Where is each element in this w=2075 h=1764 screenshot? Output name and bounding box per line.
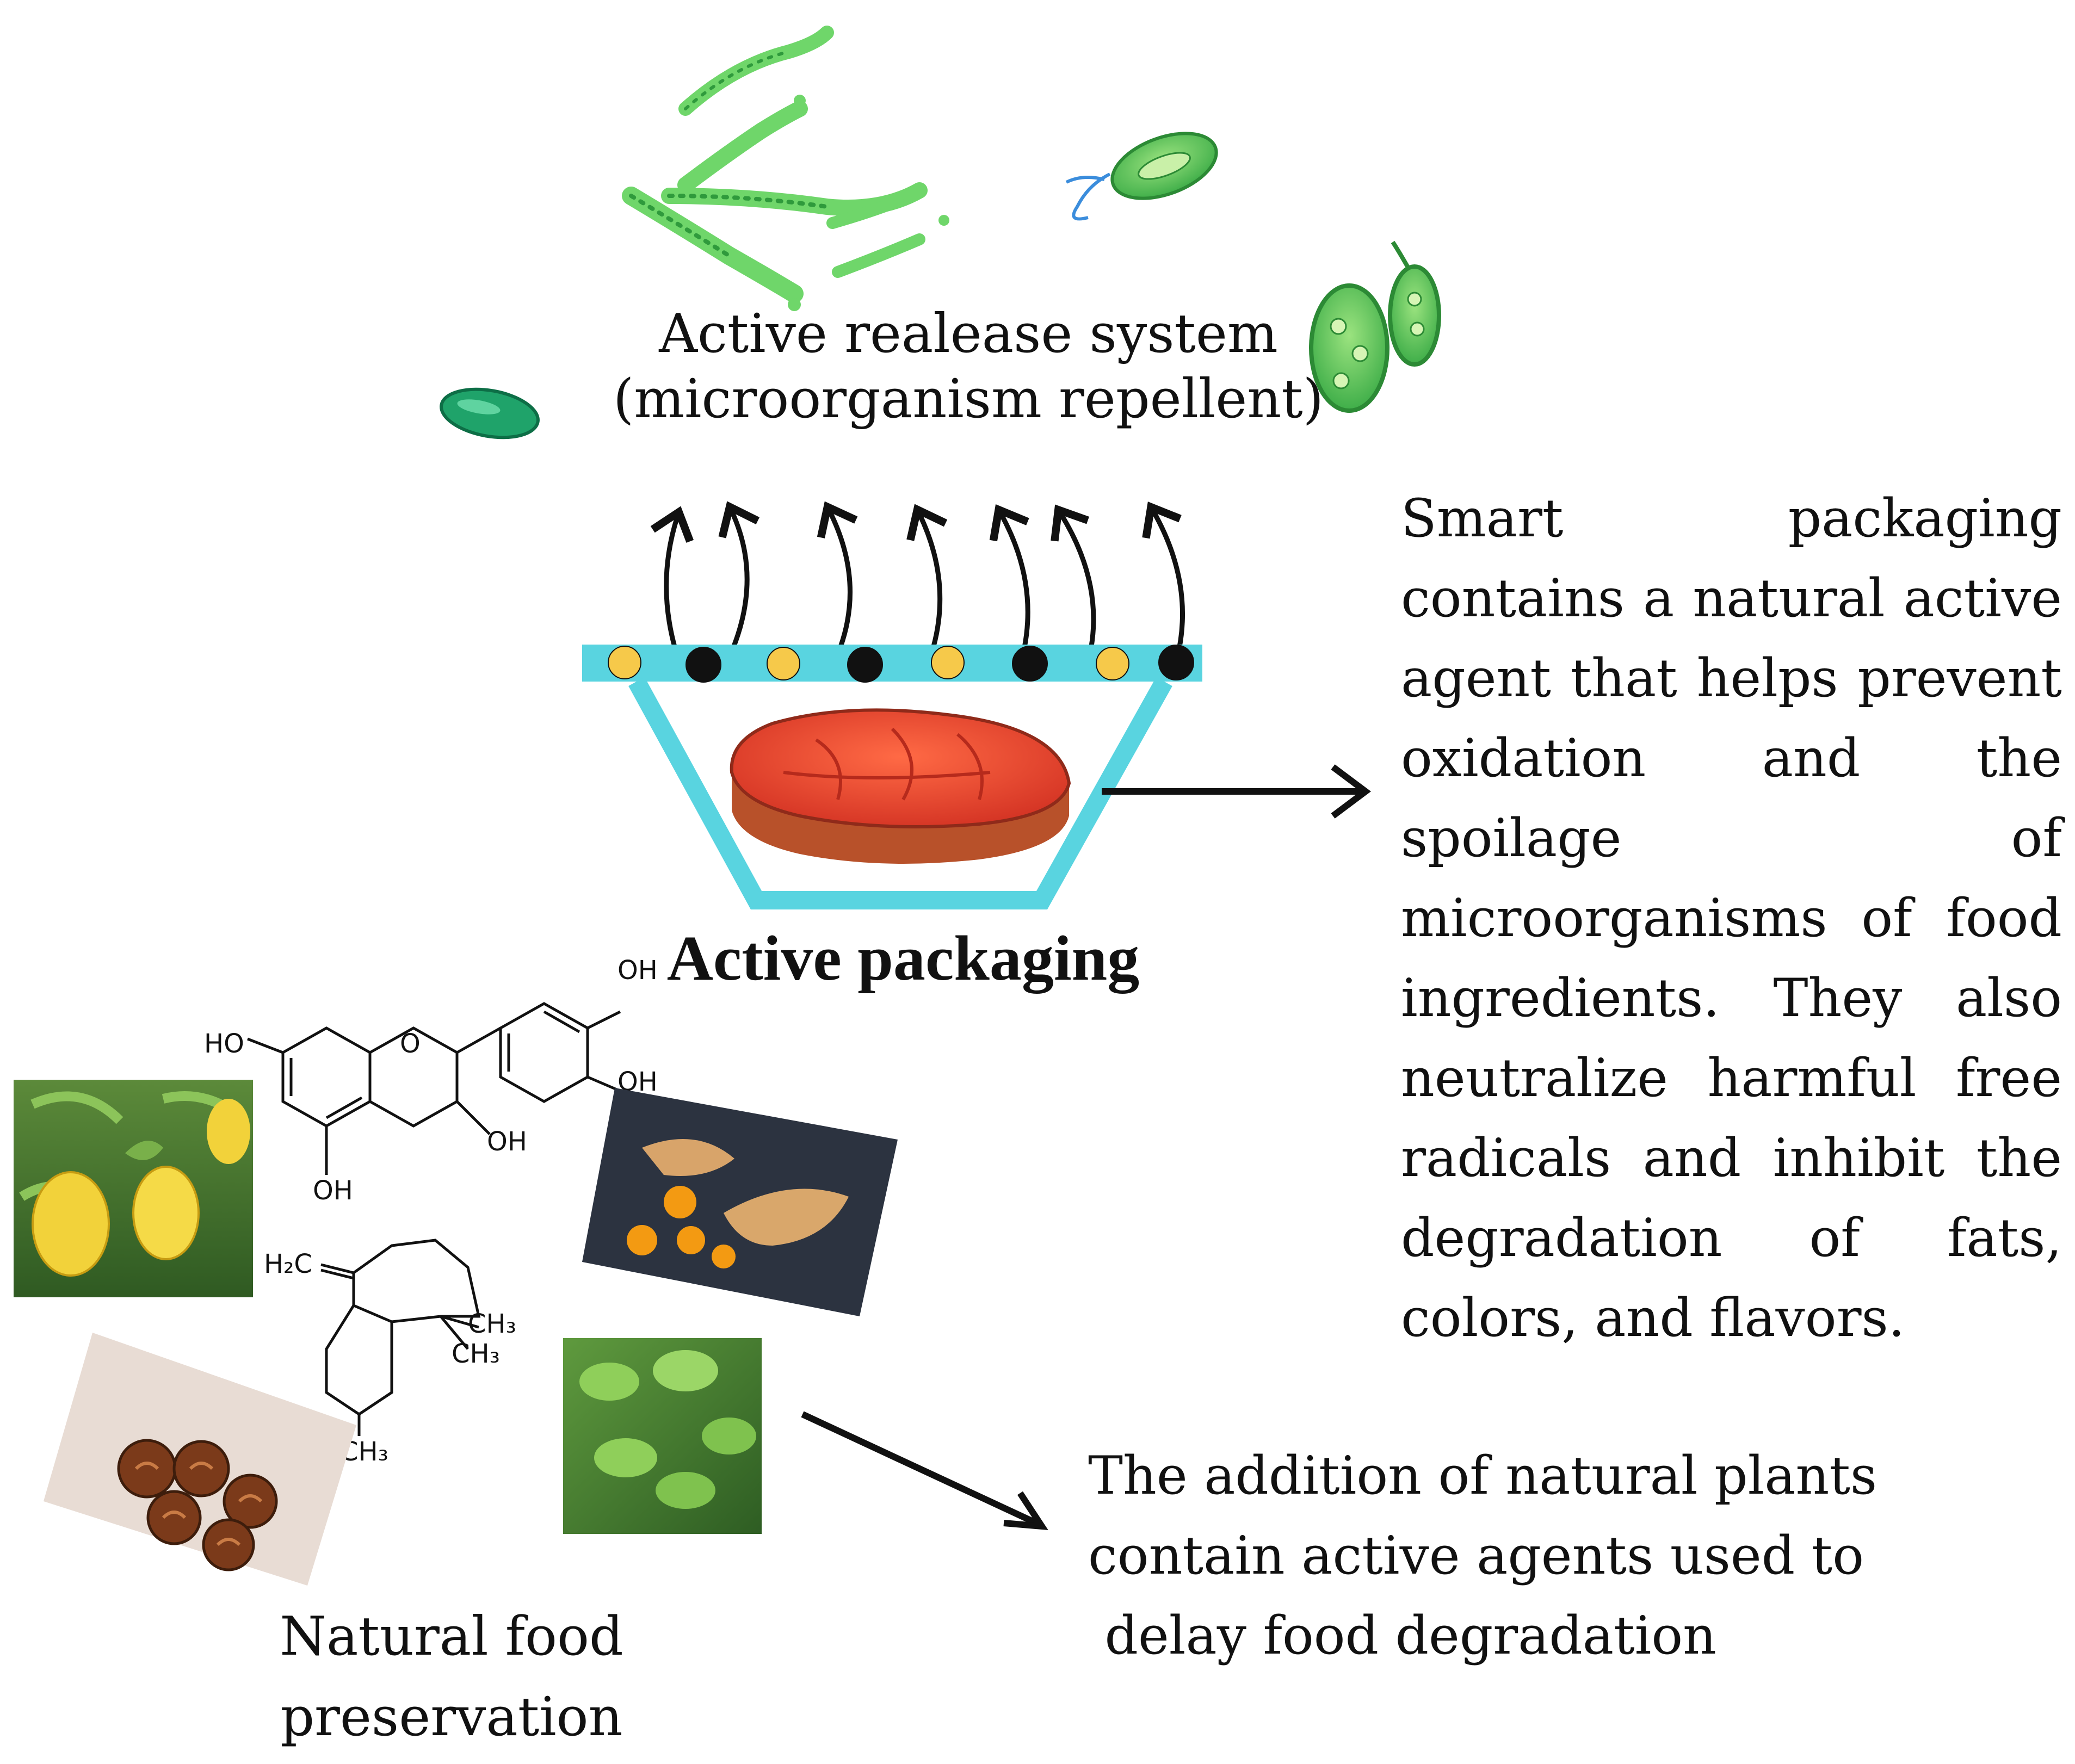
natural-food-line1: Natural food [280,1606,623,1668]
lemon-photo [14,1080,253,1297]
arrow-to-smart-text [1102,764,1371,819]
active-release-title: Active realease system (microorganism re… [588,302,1349,432]
active-packaging-title: Active packaging [666,923,1140,994]
arrow-to-plants-text [801,1411,1048,1531]
natural-plants-line1: The addition of natural plants [1088,1445,1878,1506]
active-release-line2: (microorganism repellent) [613,368,1324,430]
bacterium-icon [440,387,540,440]
active-agent-particles [608,645,1194,683]
natural-plants-description: The addition of natural plants contain a… [1088,1436,1904,1676]
catechin-labels: HO OH OH OH OH O [204,955,658,1206]
label-ch3-b: CH₃ [452,1339,500,1369]
herb-photo [563,1338,762,1534]
natural-food-preservation-title: Natural food preservation [234,1596,669,1757]
label-oh-bottom: OH [313,1175,353,1206]
natural-food-line2: preservation [280,1686,623,1748]
label-oh-top-right: OH [617,955,658,986]
label-o-ring: O [400,1029,421,1059]
bacteria-cluster-icon [622,26,949,311]
label-ch3-a: CH₃ [468,1309,516,1339]
active-release-line1: Active realease system [659,303,1278,365]
bacteria-pair-icon [1309,240,1441,413]
turmeric-photo [582,1088,898,1316]
terpene-structure [320,1239,481,1436]
cinnamon-photo [44,1333,356,1586]
catechin-structure [247,1002,626,1175]
meat-steak-icon [730,708,1071,864]
smart-packaging-description: Smart packaging contains a natural activ… [1401,488,2062,1348]
label-h2c: H₂C [264,1249,312,1279]
label-ho-left: HO [204,1029,244,1059]
natural-plants-line3: delay food degradation [1088,1605,1716,1666]
label-oh-ring: OH [487,1127,527,1157]
natural-plants-line2: contain active agents used to [1088,1525,1864,1586]
flagellated-bacterium-icon [1065,132,1218,221]
